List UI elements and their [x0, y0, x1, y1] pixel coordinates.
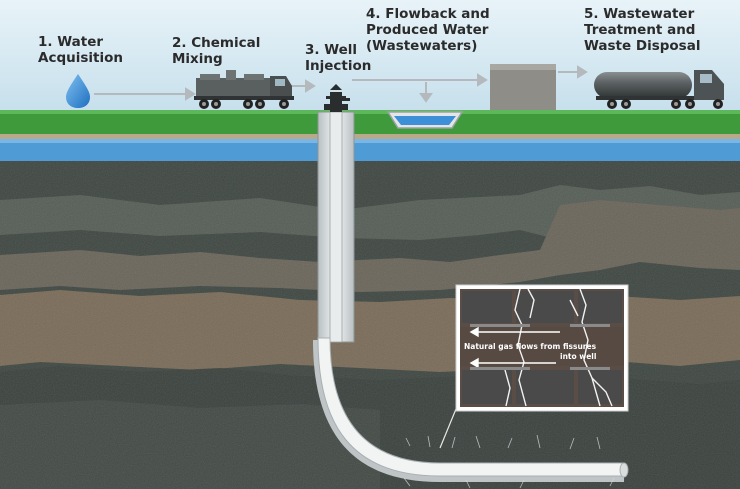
wastewater-pit-icon — [386, 111, 464, 129]
step-5-line-2: Treatment and — [584, 22, 696, 38]
well-bore — [313, 111, 629, 489]
tanker-truck-icon — [594, 70, 724, 109]
step-5-label: 5. Wastewater Treatment and Waste Dispos… — [584, 6, 700, 54]
step-5-line-3: Waste Disposal — [584, 38, 701, 54]
step-5-line-1: 5. Wastewater — [584, 6, 695, 22]
step-3-label: 3. Well Injection — [305, 42, 371, 74]
step-3-line-2: Injection — [305, 58, 372, 74]
wellhead-icon — [324, 84, 350, 112]
aquifer-highlight — [0, 138, 740, 143]
underground-strata — [0, 160, 740, 489]
step-2-line-2: Mixing — [172, 51, 223, 67]
aquifer-layer — [0, 138, 740, 161]
inset-caption-line-2: into well — [560, 352, 597, 361]
step-4-label: 4. Flowback and Produced Water (Wastewat… — [366, 6, 490, 54]
inset-caption-line-1: Natural gas flows from fissures — [464, 342, 597, 351]
ground-highlight — [0, 110, 740, 114]
process-arrows — [94, 65, 588, 103]
fissure-inset — [439, 284, 629, 449]
step-2-label: 2. Chemical Mixing — [172, 35, 260, 67]
water-drop-icon — [66, 74, 90, 108]
mixing-truck-icon — [194, 70, 294, 109]
step-1-line-2: Acquisition — [38, 50, 123, 66]
step-1-label: 1. Water Acquisition — [38, 34, 123, 66]
soil-layer — [0, 133, 740, 139]
step-1-line-1: 1. Water — [38, 34, 104, 50]
storage-tank-icon — [490, 64, 556, 110]
step-4-line-2: Produced Water — [366, 22, 489, 38]
step-4-line-1: 4. Flowback and — [366, 6, 490, 22]
step-4-line-3: (Wastewaters) — [366, 38, 478, 54]
step-2-line-1: 2. Chemical — [172, 35, 261, 51]
step-3-line-1: 3. Well — [305, 42, 358, 58]
